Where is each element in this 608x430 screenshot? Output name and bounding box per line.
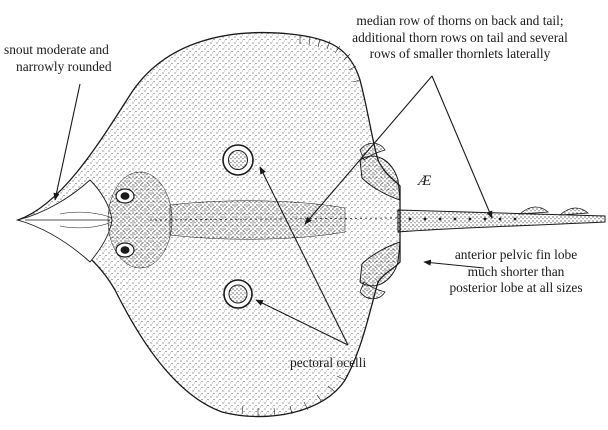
snout-label-line-1: snout moderate and: [4, 42, 112, 59]
annotation-mark: Æ: [416, 173, 432, 189]
eye-lower: [116, 243, 134, 257]
thorns-label: median row of thorns on back and tail; a…: [318, 13, 602, 63]
pelvic-fin-label-line-2: much shorter than: [428, 264, 604, 281]
eye-upper: [116, 189, 134, 203]
ocellus-lower: [224, 280, 252, 308]
dorsal-fin-2: [560, 208, 588, 215]
thorns-label-line-1: median row of thorns on back and tail;: [318, 13, 602, 30]
snout-label: snout moderate and narrowly rounded: [4, 42, 112, 75]
dorsal-fin-1: [520, 207, 548, 214]
snout-label-line-2: narrowly rounded: [4, 59, 112, 76]
thorns-label-line-3: rows of smaller thornlets laterally: [318, 46, 602, 63]
pelvic-fin-label-line-1: anterior pelvic fin lobe: [428, 247, 604, 264]
ocellus-upper: [223, 145, 253, 175]
pelvic-fin-label: anterior pelvic fin lobe much shorter th…: [428, 247, 604, 297]
pelvic-fin-label-line-3: posterior lobe at all sizes: [428, 280, 604, 297]
ocelli-label: pectoral ocelli: [290, 355, 366, 372]
ocelli-label-line-1: pectoral ocelli: [290, 355, 366, 372]
thorns-label-line-2: additional thorn rows on tail and severa…: [318, 30, 602, 47]
